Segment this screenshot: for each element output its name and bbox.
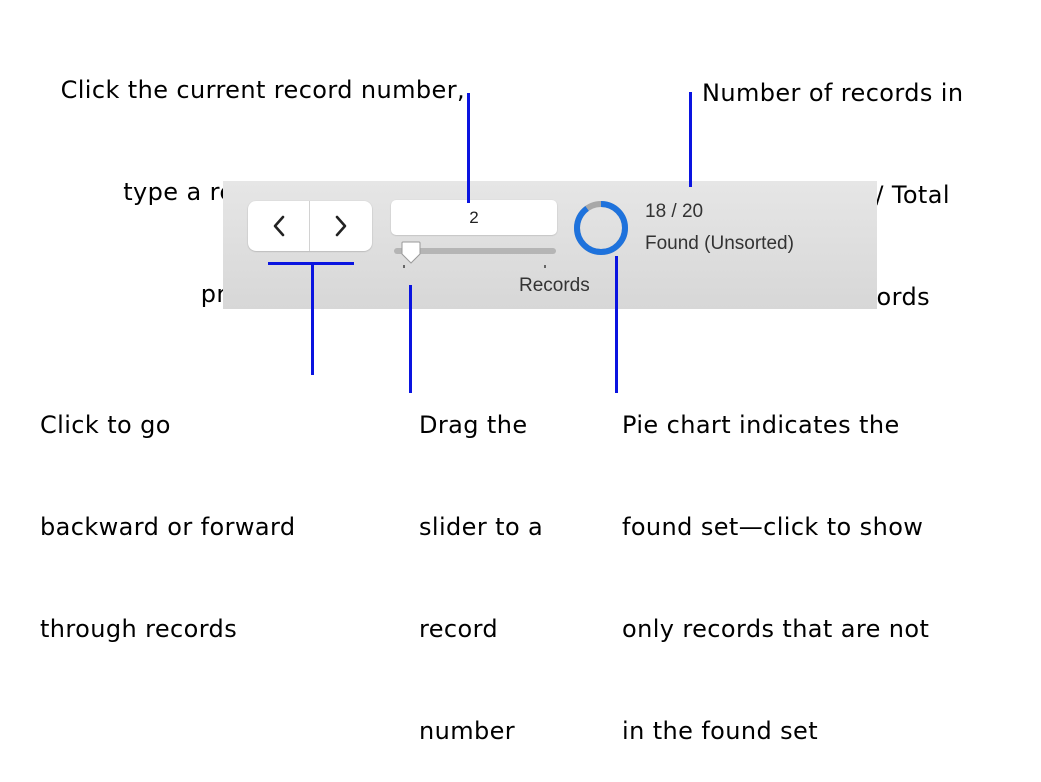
slider-tick-start bbox=[403, 265, 405, 268]
leader-navigate-line bbox=[311, 262, 314, 375]
callout-line: backward or forward bbox=[40, 513, 296, 541]
callout-slider: Drag the slider to a record number bbox=[419, 340, 543, 782]
callout-line: Click to go bbox=[40, 411, 171, 439]
leader-found-count-line bbox=[689, 92, 692, 187]
callout-line: found set—click to show bbox=[622, 513, 924, 541]
callout-navigate: Click to go backward or forward through … bbox=[40, 340, 295, 680]
next-record-button[interactable] bbox=[310, 201, 372, 251]
record-slider-track[interactable] bbox=[394, 248, 556, 254]
callout-line: record bbox=[419, 615, 499, 643]
previous-record-button[interactable] bbox=[248, 201, 310, 251]
status-toolbar: Records 18 / 20 Found (Unsorted) bbox=[223, 181, 877, 309]
record-navigation-group bbox=[248, 201, 372, 251]
current-record-field[interactable] bbox=[391, 200, 557, 235]
leader-pie-line bbox=[615, 256, 618, 393]
chevron-left-icon bbox=[273, 215, 284, 237]
callout-line: Click the current record number, bbox=[60, 76, 465, 104]
callout-line: Pie chart indicates the bbox=[622, 411, 900, 439]
found-status: Found (Unsorted) bbox=[645, 233, 794, 254]
callout-line: only records that are not bbox=[622, 615, 930, 643]
pie-found-arc bbox=[574, 201, 628, 255]
callout-line: slider to a bbox=[419, 513, 544, 541]
callout-line: in the found set bbox=[622, 717, 819, 745]
found-set-pie-chart[interactable] bbox=[572, 199, 630, 257]
callout-line: number bbox=[419, 717, 516, 745]
leader-record-number-line bbox=[467, 93, 470, 203]
callout-line: through records bbox=[40, 615, 238, 643]
slider-tick-end bbox=[544, 265, 546, 268]
callout-line: Drag the bbox=[419, 411, 528, 439]
chevron-right-icon bbox=[335, 215, 347, 237]
found-count: 18 / 20 bbox=[645, 201, 704, 222]
callout-line: Number of records in bbox=[702, 79, 964, 107]
record-slider-thumb[interactable] bbox=[401, 241, 421, 264]
leader-slider-line bbox=[409, 285, 412, 393]
callout-pie-chart: Pie chart indicates the found set—click … bbox=[622, 340, 929, 782]
records-label: Records bbox=[519, 275, 590, 296]
